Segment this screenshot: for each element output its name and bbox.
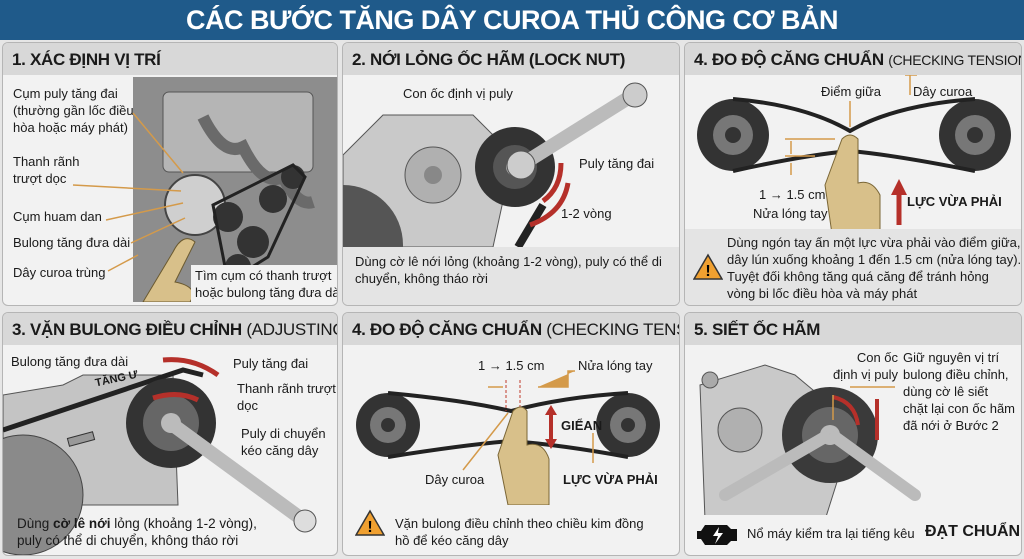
label-moderate-force: LỰC VỪA PHẢI — [563, 472, 658, 487]
step-2-caption: Dùng cờ lê nới lỏng (khoảng 1-2 vòng), p… — [343, 247, 679, 305]
warning-line: Tuyệt đối không tăng quá căng để tránh h… — [727, 269, 989, 284]
label-line: định vị puly — [833, 367, 899, 382]
engine-check-icon — [697, 525, 737, 545]
label-line: Cụm puly tăng đai — [13, 86, 118, 101]
step-4-title: 4. ĐO ĐỘ CĂNG CHUẨN (CHECKING TENSION) — [343, 313, 679, 345]
caption-bold: cờ lê nới — [53, 516, 111, 531]
label-line: Puly di chuyển — [241, 426, 326, 441]
wrench-icon — [166, 418, 317, 533]
label-line: kéo căng dây — [241, 443, 319, 458]
label-assembly: Cụm huam dan — [13, 209, 102, 224]
warning-icon: ! — [355, 509, 385, 536]
loosen-nut-illustration — [343, 82, 648, 247]
caption-line: Dùng cờ lê nới lỏng (khoảng 1-2 vòng), p… — [355, 254, 662, 269]
long-bolt-icon — [66, 431, 96, 447]
svg-text:!: ! — [705, 263, 710, 280]
belt-deflection-diagram — [356, 370, 660, 505]
label-line: (thường gần lốc điều — [13, 103, 134, 118]
warning-line: Vặn bulong điều chỉnh theo chiều kim đồn… — [395, 516, 644, 531]
label-turns: 1-2 vòng — [561, 206, 612, 221]
caption-line: chuyển, không tháo rời — [355, 271, 488, 286]
svg-text:!: ! — [367, 519, 372, 536]
step-3-panel: 3. VẶN BULONG ĐIỀU CHỈNH (ADJUSTING BOLT… — [2, 312, 338, 556]
step-2-panel: 2. NỚI LỎNG ỐC HÃM (LOCK NUT) Con ốc địn… — [342, 42, 680, 306]
label-belt: Dây curoa — [913, 84, 973, 99]
label-line: dọc — [237, 398, 258, 413]
step-1-panel: 1. XÁC ĐỊNH VỊ TRÍ Cụm puly tăng đai (th… — [2, 42, 338, 306]
label-range: 1 → 1.5 cm — [478, 358, 545, 373]
instruction-line: dùng cờ lê siết — [903, 384, 989, 399]
label-line: Thanh rãnh — [13, 154, 80, 169]
label-belt: Dây curoa trùng — [13, 265, 106, 280]
warning-line: vòng bi lốc điều hòa và máy phát — [727, 286, 918, 301]
label-line: Con ốc — [856, 350, 899, 365]
tighten-nut-illustration — [699, 364, 921, 515]
label-half-knuckle: Nửa lóng tay — [578, 358, 653, 373]
label-slide-slot: Thanh rãnh trượt dọc — [13, 153, 80, 187]
label-lock-nut: Con ốc định vị puly — [403, 86, 513, 101]
step-5-title: 5. SIẾT ỐC HÃM — [685, 313, 1021, 345]
label-long-bolt: Bulong tăng đưa dài — [13, 235, 131, 250]
caption-line: Tìm cụm có thanh trượt — [195, 268, 332, 283]
step-5-panel: 5. SIẾT ỐC HÃM Con ốc định vị puly Giữ n… — [684, 312, 1022, 556]
label-moving-pulley: Puly di chuyển kéo căng dây — [241, 425, 326, 459]
step-3-title: 3. VẶN BULONG ĐIỀU CHỈNH (ADJUSTING BOLT… — [3, 313, 337, 345]
belt-tension-diagram — [697, 75, 1011, 235]
step-2-title: 2. NỚI LỎNG ỐC HÃM (LOCK NUT) — [343, 43, 679, 75]
step-4-title: 4. ĐO ĐỘ CĂNG CHUẨN (CHECKING TENSION) — [685, 43, 1021, 75]
warning-icon: ! — [693, 253, 723, 280]
label-lock-nut: Con ốc định vị puly — [833, 349, 898, 383]
label-midpoint: Điểm giữa — [821, 84, 881, 99]
rotation-arrow-icon — [152, 357, 220, 403]
step-1-caption: Tìm cụm có thanh trượt hoặc bulong tăng … — [191, 265, 337, 303]
wrench-icon — [719, 431, 921, 501]
footer-check-text: Nổ máy kiểm tra lại tiếng kêu — [747, 526, 915, 541]
step-3-caption: Dùng cờ lê nới lỏng (khoảng 1-2 vòng), p… — [17, 515, 257, 549]
caption-line: hoặc bulong tăng đưa dài — [195, 285, 338, 300]
step-4-panel-bottom: 4. ĐO ĐỘ CĂNG CHUẨN (CHECKING TENSION) 1… — [342, 312, 680, 556]
wrench-icon — [506, 82, 648, 180]
label-tensioner-pulley: Puly tăng đai — [233, 356, 309, 371]
label-line: hòa hoặc máy phát) — [13, 120, 128, 135]
instruction-line: chặt lại con ốc hãm — [903, 401, 1016, 416]
adjusting-bolt-illustration — [3, 357, 317, 555]
caption-text: Dùng — [17, 516, 54, 531]
title-sub: (CHECKING TENSION) — [888, 52, 1022, 68]
page-title: CÁC BƯỚC TĂNG DÂY CUROA THỦ CÔNG CƠ BẢN — [0, 0, 1024, 40]
step-1-title: 1. XÁC ĐỊNH VỊ TRÍ — [3, 43, 337, 75]
step-4-panel-top: 4. ĐO ĐỘ CĂNG CHUẨN (CHECKING TENSION) Đ… — [684, 42, 1022, 306]
label-belt: Dây curoa — [425, 472, 485, 487]
title-main: 4. ĐO ĐỘ CĂNG CHUẨN — [694, 50, 884, 69]
title-sub: (CHECKING TENSION) — [546, 320, 679, 339]
warning-line: Dùng ngón tay ấn một lực vừa phải vào đi… — [727, 235, 1021, 250]
label-half-knuckle: Nửa lóng tay — [753, 206, 828, 221]
label-long-bolt: Bulong tăng đưa dài — [11, 354, 129, 369]
title-main: 4. ĐO ĐỘ CĂNG CHUẨN — [352, 320, 542, 339]
step-5-instruction: Giữ nguyên vị trí bulong điều chỉnh, dùn… — [903, 349, 1015, 434]
label-moderate-force: LỰC VỪA PHẢI — [907, 194, 1002, 209]
caption-line: puly có thể di chuyển, không tháo rời — [17, 533, 239, 548]
instruction-line: đã nới ở Bước 2 — [903, 418, 999, 433]
rotation-arrow-icon — [529, 162, 571, 228]
warning-line: dây lún xuống khoảng 1 đến 1.5 cm (nửa l… — [727, 252, 1022, 267]
instruction-line: bulong điều chỉnh, — [903, 367, 1009, 382]
label-tensioner-assembly: Cụm puly tăng đai (thường gần lốc điều h… — [13, 85, 134, 136]
instruction-line: Giữ nguyên vị trí — [903, 350, 1000, 365]
footer-result-text: ĐẠT CHUẨN — [925, 523, 1021, 540]
title-sub: (ADJUSTING BOLT) — [246, 320, 338, 339]
label-line: Thanh rãnh trượt — [237, 381, 336, 396]
label-slide-slot: Thanh rãnh trượt dọc — [237, 380, 336, 414]
step-4-warning: ! Dùng ngón tay ấn một lực vừa phải vào … — [685, 229, 1022, 305]
label-range: 1 → 1.5 cm — [759, 187, 826, 202]
label-deflection: GIỂAN — [561, 418, 603, 433]
leader-lines — [72, 112, 186, 272]
label-tensioner-pulley: Puly tăng đai — [579, 156, 655, 171]
label-line: trượt dọc — [13, 171, 67, 186]
warning-line: hồ để kéo căng dây — [395, 533, 509, 548]
title-main: 3. VẶN BULONG ĐIỀU CHỈNH — [12, 320, 242, 339]
caption-text: lỏng (khoảng 1-2 vòng), — [110, 516, 257, 531]
rotation-arrow-icon — [832, 395, 879, 440]
